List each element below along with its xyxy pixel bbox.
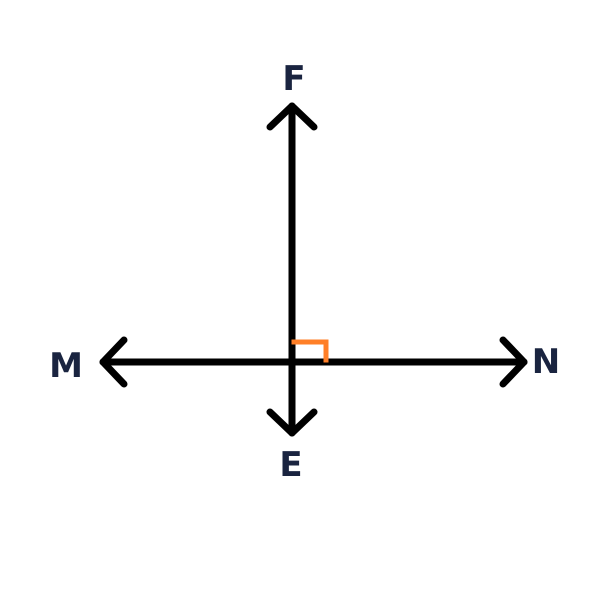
arrowhead-e (266, 408, 318, 437)
label-n: N (532, 342, 560, 382)
label-m: M (49, 346, 83, 386)
right-angle-marker (291, 339, 329, 363)
arrowhead-n (499, 336, 528, 388)
label-e: E (279, 445, 302, 485)
label-f: F (282, 59, 305, 99)
arrowhead-f (266, 102, 318, 131)
arrowhead-m (99, 336, 128, 388)
